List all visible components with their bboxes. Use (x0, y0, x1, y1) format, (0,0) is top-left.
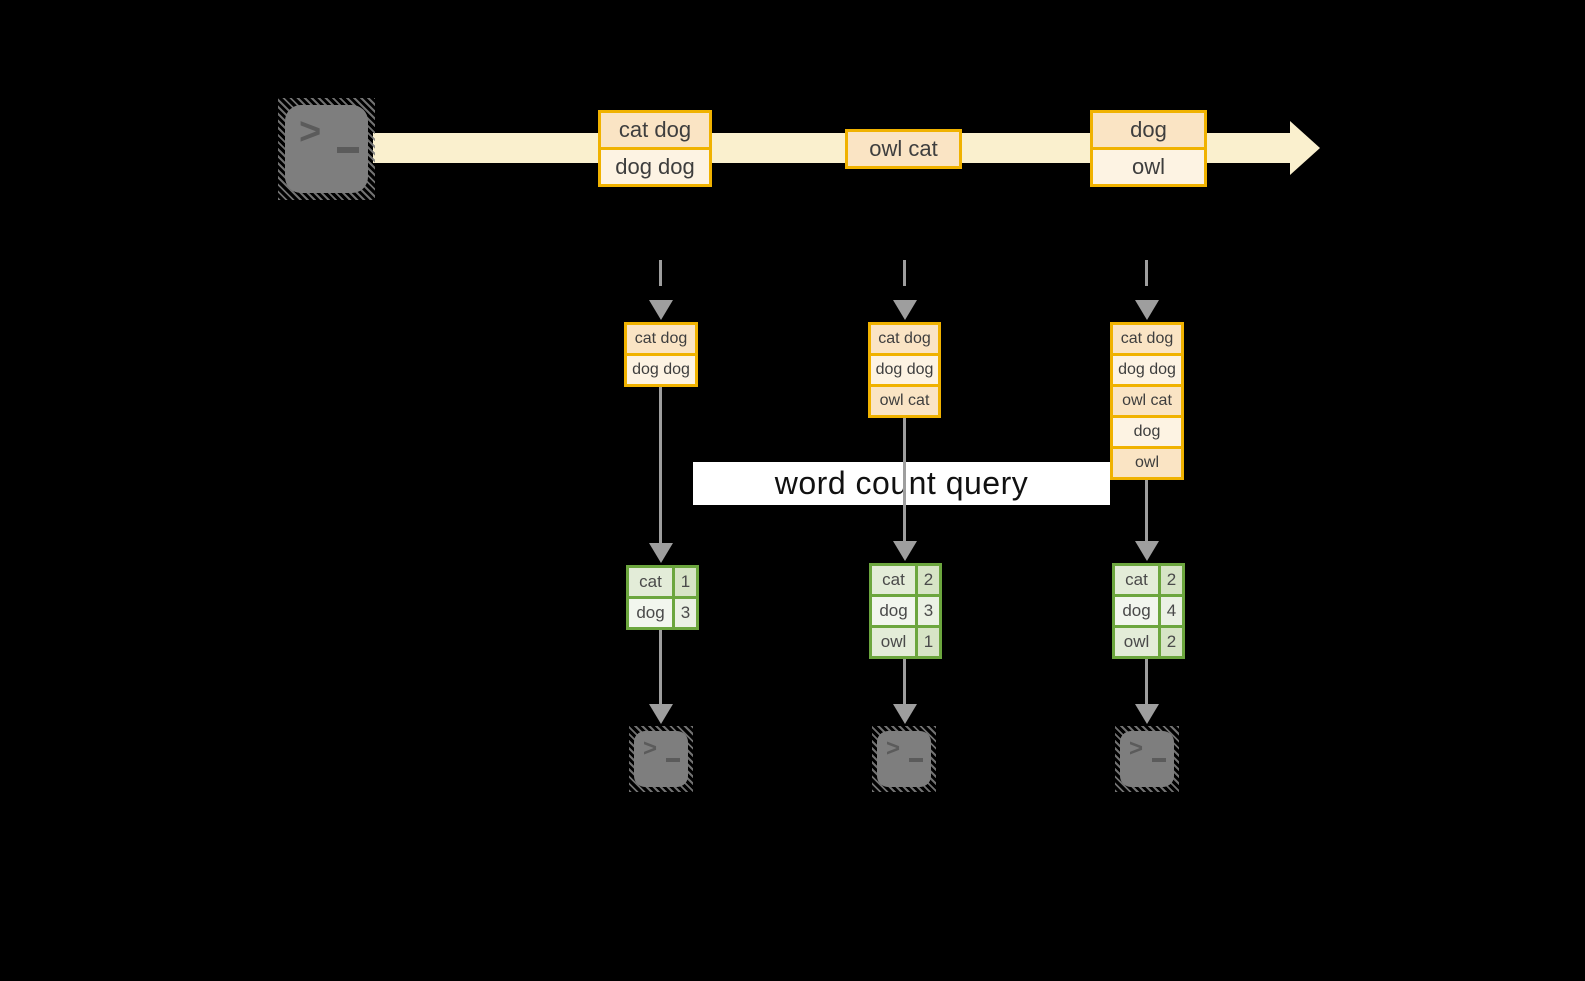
buffer-record: dog (1113, 415, 1181, 446)
count-table-3: cat 2 dog 4 owl 2 (1112, 563, 1185, 659)
dashed-arrow-line (659, 260, 662, 300)
terminal-screen: > (634, 731, 688, 787)
arrow-line (903, 418, 906, 543)
stream-event-2: owl cat (845, 129, 962, 169)
count-value: 3 (675, 599, 696, 627)
buffer-record: owl cat (871, 384, 938, 415)
count-word: owl (872, 628, 915, 656)
terminal-screen: > (877, 731, 931, 787)
arrow-line (659, 630, 662, 706)
stream-arrowhead-icon (1290, 121, 1320, 175)
count-table-2: cat 2 dog 3 owl 1 (869, 563, 942, 659)
count-value: 4 (1161, 597, 1182, 625)
arrowhead-icon (649, 704, 673, 724)
count-table-1: cat 1 dog 3 (626, 565, 699, 630)
arrow-line (903, 659, 906, 706)
terminal-prompt-icon: > (299, 111, 322, 153)
terminal-prompt-icon: > (643, 735, 658, 762)
arrowhead-icon (893, 704, 917, 724)
dashed-arrowhead-icon (893, 300, 917, 320)
buffer-record: cat dog (1113, 325, 1181, 353)
terminal-cursor-icon (909, 758, 923, 762)
stream-event-3: dog owl (1090, 110, 1207, 187)
terminal-cursor-icon (1152, 758, 1166, 762)
count-value: 1 (675, 568, 696, 596)
buffer-record: owl cat (1113, 384, 1181, 415)
consumer-terminal-icon-1: > (629, 726, 693, 792)
event-record: dog (1093, 113, 1204, 147)
query-label: word count query (693, 462, 1110, 505)
arrowhead-icon (893, 541, 917, 561)
arrow-line (1145, 480, 1148, 543)
event-record: dog dog (601, 147, 709, 184)
arrowhead-icon (649, 543, 673, 563)
terminal-cursor-icon (337, 147, 359, 153)
arrow-line (1145, 659, 1148, 706)
count-word: cat (1115, 566, 1158, 594)
event-buffer-1: cat dog dog dog (624, 322, 698, 387)
count-word: dog (872, 597, 915, 625)
terminal-prompt-icon: > (1129, 735, 1144, 762)
event-record: cat dog (601, 113, 709, 147)
dashed-arrowhead-icon (649, 300, 673, 320)
count-word: owl (1115, 628, 1158, 656)
dashed-arrowhead-icon (1135, 300, 1159, 320)
dashed-arrow-line (903, 260, 906, 300)
event-buffer-2: cat dog dog dog owl cat (868, 322, 941, 418)
arrowhead-icon (1135, 704, 1159, 724)
arrowhead-icon (1135, 541, 1159, 561)
producer-terminal-icon: > (278, 98, 375, 200)
count-value: 1 (918, 628, 939, 656)
terminal-screen: > (285, 105, 368, 193)
buffer-record: cat dog (627, 325, 695, 353)
count-word: dog (1115, 597, 1158, 625)
consumer-terminal-icon-2: > (872, 726, 936, 792)
count-word: cat (629, 568, 672, 596)
buffer-record: dog dog (627, 353, 695, 384)
count-value: 2 (1161, 566, 1182, 594)
buffer-record: dog dog (871, 353, 938, 384)
stream-event-1: cat dog dog dog (598, 110, 712, 187)
count-value: 3 (918, 597, 939, 625)
event-record: owl cat (848, 132, 959, 166)
buffer-record: dog dog (1113, 353, 1181, 384)
buffer-record: owl (1113, 446, 1181, 477)
count-word: dog (629, 599, 672, 627)
terminal-screen: > (1120, 731, 1174, 787)
dashed-arrow-line (1145, 260, 1148, 300)
count-value: 2 (918, 566, 939, 594)
event-record: owl (1093, 147, 1204, 184)
count-value: 2 (1161, 628, 1182, 656)
consumer-terminal-icon-3: > (1115, 726, 1179, 792)
arrow-line (659, 387, 662, 545)
terminal-prompt-icon: > (886, 735, 901, 762)
count-word: cat (872, 566, 915, 594)
event-buffer-3: cat dog dog dog owl cat dog owl (1110, 322, 1184, 480)
terminal-cursor-icon (666, 758, 680, 762)
buffer-record: cat dog (871, 325, 938, 353)
